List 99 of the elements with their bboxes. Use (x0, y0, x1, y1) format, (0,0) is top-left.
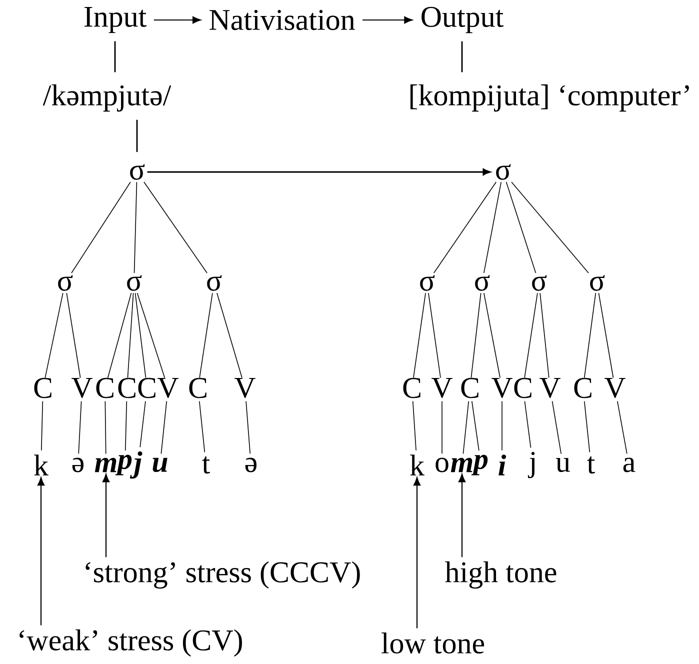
branch-line (540, 292, 550, 378)
branch-line (598, 292, 614, 378)
cv-slot: V (604, 378, 626, 398)
syllable-symbol: σ (532, 275, 547, 291)
annotation-label: ‘strong’ stress (CCCV) (86, 561, 360, 589)
segment-letter: p (471, 454, 488, 476)
syllable-symbol: σ (207, 275, 222, 291)
cv-slot: C (514, 378, 532, 398)
syllable-symbol: σ (58, 275, 73, 291)
segment-letter: ə (72, 458, 84, 472)
branch-line (484, 292, 500, 378)
branch-line (506, 182, 536, 274)
tick-line (41, 400, 44, 451)
cv-slot: V (540, 378, 560, 398)
tick-line (198, 400, 206, 453)
tick-line (160, 400, 168, 454)
arrow (147, 168, 491, 176)
segment-letter: o (436, 458, 448, 472)
cv-slot: C (138, 378, 156, 398)
syllable-symbol: σ (130, 164, 145, 180)
cv-slot: C (461, 378, 478, 398)
tick-line (104, 400, 106, 454)
branch-line (134, 292, 146, 378)
segment-letter: k (410, 454, 424, 476)
segment-letter: a (623, 458, 636, 472)
stage-label: Input (84, 6, 146, 33)
segment-letter: u (152, 458, 168, 472)
segment-letter: u (556, 458, 570, 472)
tick-line (412, 400, 416, 451)
branch-line (413, 292, 426, 378)
tick-line (552, 400, 562, 454)
transcription: /kəmpjutə/ (42, 84, 172, 112)
tick-line (124, 400, 128, 451)
arrow (362, 16, 413, 24)
branch-line (127, 292, 134, 378)
cv-slot: V (432, 378, 452, 398)
tick-line (462, 400, 470, 454)
annotation-label: ‘weak’ stress (CV) (20, 629, 242, 657)
syllable-symbol: σ (496, 164, 511, 180)
cv-slot: V (72, 378, 92, 398)
tick-line (584, 400, 590, 453)
syllable-symbol: σ (420, 275, 435, 291)
branch-line (136, 292, 166, 378)
branch-line (107, 292, 132, 378)
tick-line (524, 400, 532, 448)
annotation-label: low tone (382, 632, 484, 654)
segment-letter: m (94, 458, 116, 472)
branch-line (511, 182, 589, 274)
tick-line (136, 120, 138, 152)
cv-slot: C (34, 378, 52, 398)
annotation-label: high tone (445, 561, 556, 589)
branch-line (71, 182, 131, 274)
branch-line (524, 292, 538, 378)
cv-slot: C (96, 378, 114, 398)
cv-slot: C (189, 378, 206, 398)
cv-slot: C (574, 378, 592, 398)
tick-line (140, 400, 146, 448)
branch-line (199, 292, 213, 378)
segment-letter: j (528, 452, 535, 478)
tick-line (78, 400, 82, 454)
arrow (154, 16, 201, 24)
transcription: [kompijuta] ‘computer’ (410, 84, 689, 112)
stage-label: Output (422, 6, 504, 34)
branch-line (428, 292, 441, 378)
branch-line (433, 182, 497, 274)
branch-line (584, 292, 596, 378)
segment-letter: k (34, 454, 49, 476)
segment-letter: t (587, 456, 595, 474)
branch-line (144, 182, 208, 274)
cv-slot: C (403, 378, 420, 398)
tick-line (246, 400, 251, 454)
branch-line (134, 182, 138, 274)
arrow (37, 477, 45, 626)
segment-letter: i (498, 454, 506, 476)
tick-line (461, 41, 463, 72)
arrow (102, 474, 110, 558)
segment-letter: ə (245, 458, 256, 472)
syllable-symbol: σ (127, 275, 142, 291)
segment-letter: j (130, 451, 142, 479)
segment-letter: t (202, 456, 210, 474)
tick-line (617, 400, 628, 454)
branch-line (470, 292, 482, 378)
branch-line (484, 182, 502, 274)
cv-slot: C (118, 378, 136, 398)
syllable-symbol: σ (590, 275, 605, 291)
segment-letter: m (450, 458, 472, 472)
arrow (413, 477, 421, 628)
tick-line (114, 41, 116, 72)
tick-line (472, 400, 480, 451)
branch-line (44, 292, 64, 378)
stage-label: Nativisation (210, 10, 355, 30)
segment-letter: p (115, 454, 132, 476)
arrow (458, 474, 466, 558)
syllable-symbol: σ (475, 275, 490, 291)
cv-slot: V (158, 378, 178, 398)
cv-slot: V (492, 378, 512, 398)
cv-slot: V (234, 378, 256, 398)
branch-line (66, 292, 81, 378)
branch-line (216, 292, 242, 378)
